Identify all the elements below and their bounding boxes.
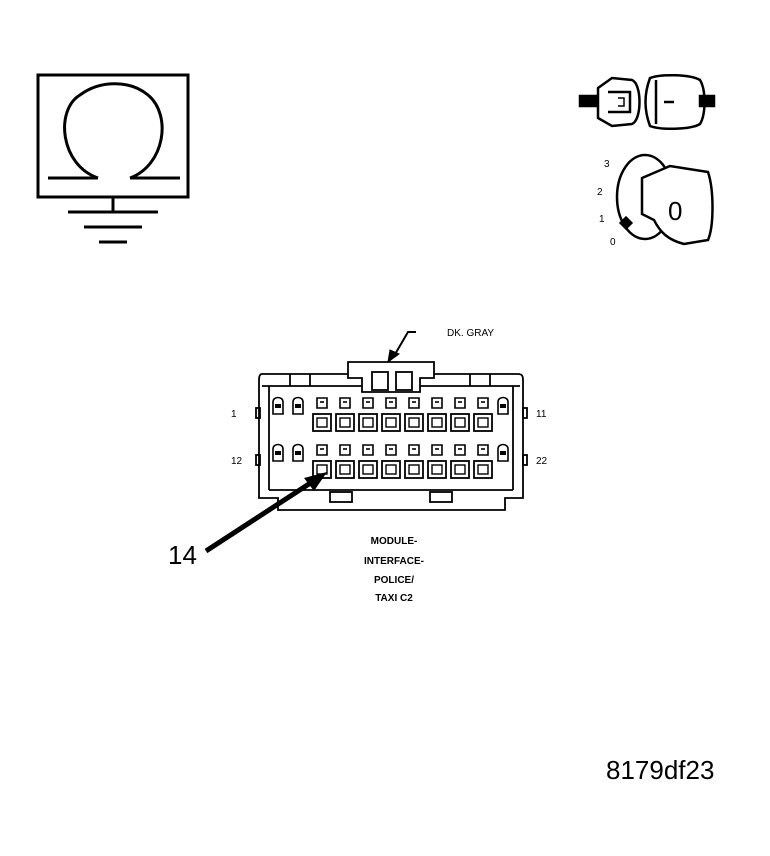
key-position-indicator: 0 [668,196,682,226]
ignition-position-1: 1 [599,214,605,225]
cavity-3 [312,397,332,432]
ignition-key-switch-icon: 3 2 1 0 0 [597,153,714,248]
connector-cavities [272,396,509,479]
caption-line-4: TAXI C2 [375,593,413,604]
pin-label-22: 22 [536,456,548,467]
pin-label-11: 11 [536,409,547,420]
cavity-18 [404,444,424,479]
figure-id: 8179df23 [606,755,714,785]
cavity-10 [473,397,493,432]
ohmmeter-icon [36,73,190,244]
cavity-20 [450,444,470,479]
caption-line-3: POLICE/ [374,575,414,586]
cavity-4 [335,397,355,432]
ignition-position-0: 0 [610,237,616,248]
pin-label-1: 1 [231,409,237,420]
cavity-15 [335,444,355,479]
cavity-1 [272,396,284,415]
connector-body [255,361,528,511]
pin-label-12: 12 [231,456,243,467]
cavity-22 [497,443,509,462]
cavity-12 [272,443,284,462]
cavity-16 [358,444,378,479]
cavity-8 [427,397,447,432]
connector-name-caption: MODULE- INTERFACE- POLICE/ TAXI C2 [364,536,424,604]
cavity-6 [381,397,401,432]
wire-color-leader [387,331,416,364]
cavity-14 [312,444,332,479]
cavity-7 [404,397,424,432]
pin-14-callout-arrow [204,472,327,554]
cavity-19 [427,444,447,479]
cavity-5 [358,397,378,432]
ignition-position-2: 2 [597,187,603,198]
caption-line-1: MODULE- [371,536,418,547]
cavity-21 [473,444,493,479]
cavity-2 [292,396,304,415]
caption-line-2: INTERFACE- [364,556,424,567]
cavity-17 [381,444,401,479]
connector-disconnect-icon [578,74,716,130]
cavity-9 [450,397,470,432]
ignition-position-3: 3 [604,159,610,170]
callout-pin-number: 14 [168,540,197,570]
wire-color-label: DK. GRAY [447,328,494,339]
cavity-13 [292,443,304,462]
cavity-11 [497,396,509,415]
